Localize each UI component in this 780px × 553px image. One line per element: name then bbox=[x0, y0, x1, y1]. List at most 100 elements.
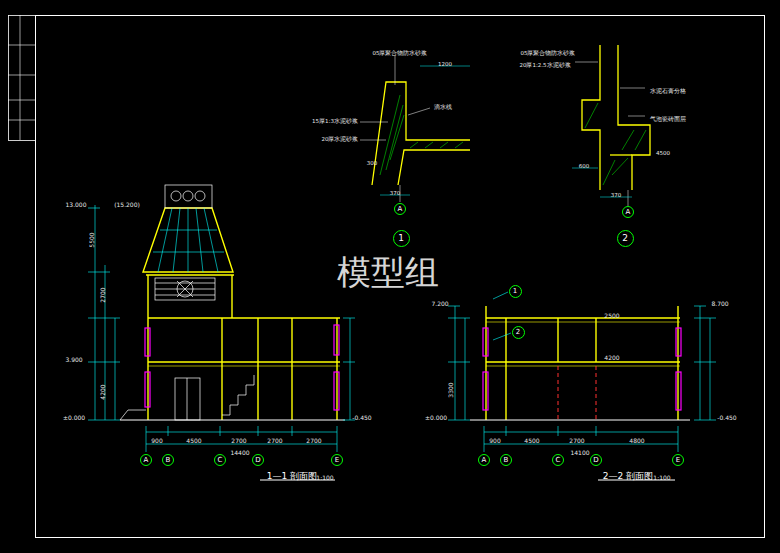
label-text: 4500 bbox=[524, 437, 539, 444]
axis-bubble: C bbox=[552, 454, 564, 466]
label-text: 1200 bbox=[438, 61, 452, 67]
label-text: 900 bbox=[151, 437, 162, 444]
dimension-text: 4800 bbox=[629, 430, 644, 446]
axis-bubble: D bbox=[252, 454, 264, 466]
dimension-text: 8.700 bbox=[711, 293, 728, 309]
dimension-text: ±0.000 bbox=[63, 407, 85, 423]
label-text: 13.000 bbox=[66, 201, 87, 208]
dimension-text: 气泡瓷砖面层 bbox=[650, 108, 686, 124]
label-text: 4500 bbox=[186, 437, 201, 444]
label-text: 600 bbox=[579, 163, 590, 169]
axis-label: B bbox=[504, 457, 509, 464]
label-text: 8.700 bbox=[711, 300, 728, 307]
label-text: 2500 bbox=[604, 312, 619, 319]
label-text: 300 bbox=[367, 160, 378, 166]
axis-label: 2 bbox=[622, 234, 628, 243]
dimension-text: 4200 bbox=[604, 347, 619, 363]
dimension-text: 13.000 bbox=[66, 194, 87, 210]
label-text: -0.450 bbox=[352, 414, 371, 421]
axis-bubble: C bbox=[214, 454, 226, 466]
axis-label: C bbox=[218, 457, 223, 464]
axis-label: A bbox=[626, 209, 631, 216]
dimension-text: 1:100 bbox=[316, 467, 333, 483]
label-text: 370 bbox=[390, 190, 401, 196]
dimension-text: 300 bbox=[367, 152, 378, 168]
axis-label: C bbox=[556, 457, 561, 464]
label-text: 900 bbox=[489, 437, 500, 444]
label-text: 水泥石膏分格 bbox=[650, 88, 686, 94]
dimension-text: 2500 bbox=[604, 305, 619, 321]
watermark: 模型组 bbox=[337, 255, 439, 289]
label-text: ±0.000 bbox=[63, 414, 85, 421]
axis-bubble: D bbox=[590, 454, 602, 466]
label-text: ±0.000 bbox=[425, 414, 447, 421]
label-text: 1:100 bbox=[653, 474, 670, 481]
axis-label: A bbox=[482, 457, 487, 464]
dimension-text: 370 bbox=[611, 184, 622, 200]
axis-label: B bbox=[166, 457, 171, 464]
label-text: 15厚1:3水泥砂浆 bbox=[312, 118, 358, 124]
label-text: 4200 bbox=[604, 354, 619, 361]
dimension-text: 2700 bbox=[306, 430, 321, 446]
dimension-text: 3300 bbox=[440, 382, 456, 397]
label-text: 气泡瓷砖面层 bbox=[650, 116, 686, 122]
axis-bubble: A bbox=[394, 203, 406, 215]
dimension-text: 2—2 剖面图 bbox=[603, 466, 653, 482]
watermark-text: 模型组 bbox=[337, 252, 439, 292]
axis-bubble: 1 bbox=[509, 285, 522, 298]
axis-bubble: A bbox=[478, 454, 490, 466]
label-text: 3.900 bbox=[65, 356, 82, 363]
label-text: 滴水线 bbox=[434, 104, 452, 110]
axis-label: A bbox=[144, 457, 149, 464]
dimension-text: ±0.000 bbox=[425, 407, 447, 423]
label-text: 2700 bbox=[306, 437, 321, 444]
label-text: 2700 bbox=[99, 287, 106, 302]
label-text: 7.200 bbox=[431, 300, 448, 307]
label-text: 20厚1:2.5水泥砂浆 bbox=[519, 62, 570, 68]
dimension-text: 2700 bbox=[231, 430, 246, 446]
dimension-text: 2700 bbox=[92, 287, 108, 302]
axis-label: D bbox=[593, 457, 598, 464]
dimension-text: 4200 bbox=[92, 384, 108, 399]
label-text: 1:100 bbox=[316, 474, 333, 481]
label-text: 14400 bbox=[230, 449, 249, 456]
dimension-text: 900 bbox=[489, 430, 500, 446]
dimension-text: 2700 bbox=[267, 430, 282, 446]
dimension-text: 20厚1:2.5水泥砂浆 bbox=[519, 54, 570, 70]
label-text: 4800 bbox=[629, 437, 644, 444]
axis-label: 1 bbox=[398, 234, 404, 243]
dimension-text: -0.450 bbox=[717, 407, 736, 423]
dimension-text: 4500 bbox=[186, 430, 201, 446]
dimension-text: 4500 bbox=[524, 430, 539, 446]
axis-label: E bbox=[676, 457, 680, 464]
dimension-text: 14400 bbox=[230, 442, 249, 458]
axis-bubble: 1 bbox=[393, 230, 410, 247]
label-text: 5500 bbox=[88, 232, 95, 247]
axis-label: E bbox=[335, 457, 339, 464]
dimension-text: 7.200 bbox=[431, 293, 448, 309]
axis-label: D bbox=[255, 457, 260, 464]
dimension-text: 4500 bbox=[656, 142, 670, 158]
label-text: 05厚聚合物防水砂浆 bbox=[373, 50, 428, 56]
label-text: 20厚水泥砂浆 bbox=[322, 136, 359, 142]
dimension-text: 05厚聚合物防水砂浆 bbox=[373, 42, 428, 58]
axis-bubble: E bbox=[331, 454, 343, 466]
dimension-text: (15.200) bbox=[114, 194, 140, 210]
dimension-text: 3.900 bbox=[65, 349, 82, 365]
label-text: 14100 bbox=[570, 449, 589, 456]
dimension-text: -0.450 bbox=[352, 407, 371, 423]
dimension-text: 05厚聚合物防水砂浆 bbox=[521, 42, 576, 58]
label-text: 05厚聚合物防水砂浆 bbox=[521, 50, 576, 56]
dimension-text: 1:100 bbox=[653, 467, 670, 483]
label-text: 4200 bbox=[99, 384, 106, 399]
axis-bubble: 2 bbox=[617, 230, 634, 247]
dimension-text: 900 bbox=[151, 430, 162, 446]
axis-label: A bbox=[398, 206, 403, 213]
label-text: 370 bbox=[611, 192, 622, 198]
dimension-text: 2700 bbox=[569, 430, 584, 446]
dimension-text: 滴水线 bbox=[434, 96, 452, 112]
dimension-text: 15厚1:3水泥砂浆 bbox=[312, 110, 358, 126]
label-text: 2700 bbox=[231, 437, 246, 444]
label-text: (15.200) bbox=[114, 201, 140, 208]
label-text: 2—2 剖面图 bbox=[603, 471, 653, 481]
